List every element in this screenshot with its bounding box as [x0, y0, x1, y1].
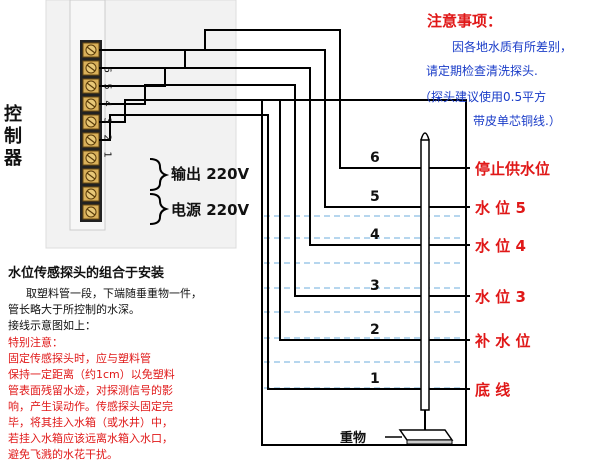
- special-note-line: 避免飞溅的水花干扰。: [8, 448, 118, 461]
- terminal-number: 6: [101, 66, 113, 73]
- special-note-line: 管表面残留水迹，对探测信号的影: [8, 384, 173, 397]
- notice-line1: 因各地水质有所差别，: [452, 40, 573, 54]
- special-note-line: 保持一定距离（约1cm）以免塑料: [8, 368, 175, 381]
- special-note-line: 固定传感探头时，应与塑料管: [8, 352, 151, 365]
- level-number: 1: [370, 371, 380, 387]
- output-label: 输出 220V: [171, 165, 250, 183]
- wire-1: [99, 114, 425, 390]
- terminal-screw: [82, 168, 100, 184]
- install-para3: 接线示意图如上：: [8, 319, 96, 332]
- level-number: 3: [370, 278, 380, 294]
- terminal-screw: [82, 60, 100, 76]
- controller-label: 控 制 器: [4, 104, 22, 169]
- level-number: 5: [370, 189, 380, 205]
- terminal-number: 1: [101, 151, 113, 158]
- level-label: 停止供水位: [475, 160, 551, 178]
- terminal-screw: [82, 186, 100, 202]
- notice-line3: （探头建议使用0.5平方: [419, 90, 547, 104]
- install-para1: 取塑料管一段，下端随垂重物一件，: [26, 287, 202, 300]
- special-note-line: 毕，将其挂入水箱（或水井）中，: [8, 416, 173, 429]
- probe-top: [420, 132, 430, 141]
- terminal-screw: [82, 114, 100, 130]
- terminal-number: 5: [101, 83, 113, 90]
- wires: [99, 29, 425, 390]
- terminal-screw: [82, 132, 100, 148]
- special-note-line: 响，产生误动作。传感探头固定完: [8, 400, 173, 413]
- terminal-screws: [82, 42, 100, 220]
- power-label: 电源 220V: [171, 201, 250, 219]
- notice-line4: 带皮单芯铜线.）: [473, 114, 561, 128]
- terminal-number: 3: [101, 117, 113, 124]
- install-title: 水位传感探头的组合于安装: [8, 266, 165, 281]
- weight-label: 重物: [340, 431, 367, 446]
- install-para2: 管长略大于所控制的水深。: [8, 303, 140, 316]
- level-label: 补 水 位: [475, 332, 531, 350]
- level-label: 水 位 4: [475, 237, 526, 255]
- wire-3: [99, 84, 425, 297]
- terminal-screw: [82, 42, 100, 58]
- level-label: 水 位 5: [475, 199, 526, 217]
- output-brace: [149, 158, 170, 191]
- level-number: 2: [370, 322, 380, 338]
- level-label: 底 线: [475, 381, 511, 399]
- terminal-screw: [82, 78, 100, 94]
- probe-pole: [420, 139, 430, 411]
- wire-2: [99, 99, 425, 341]
- terminal-number: 4: [101, 100, 113, 107]
- terminal-number: 2: [101, 134, 113, 141]
- level-number: 4: [370, 227, 380, 243]
- power-brace: [149, 193, 170, 225]
- notice-line2: 请定期检查清洗探头.: [426, 64, 538, 78]
- terminal-screw: [82, 150, 100, 166]
- terminal-screw: [82, 96, 100, 112]
- level-number: 6: [370, 150, 380, 166]
- water-tank: [261, 99, 467, 446]
- special-note-line: 若挂入水箱应该远离水箱入水口，: [8, 432, 173, 445]
- terminal-screw: [82, 204, 100, 220]
- notice-title: 注意事项：: [427, 12, 503, 30]
- special-title: 特别注意：: [8, 336, 63, 349]
- level-label: 水 位 3: [475, 288, 526, 306]
- weight: [385, 429, 454, 445]
